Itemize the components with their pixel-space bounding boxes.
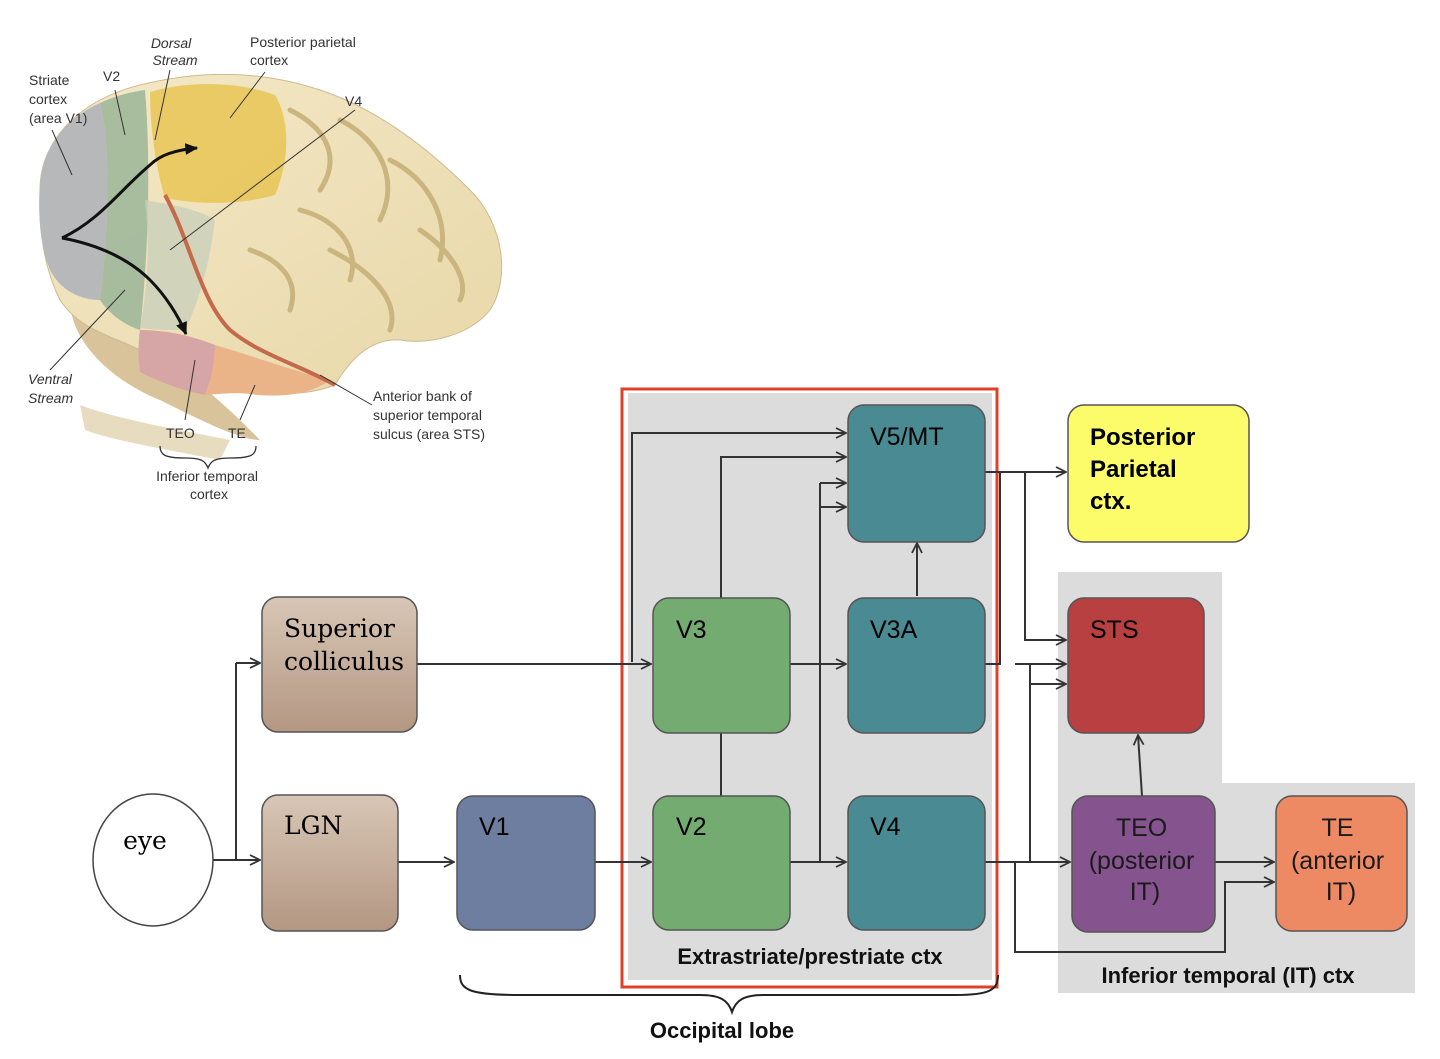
label-v4: V4 — [345, 93, 362, 109]
label-inferior-temporal-cortex: Inferior temporal cortex — [156, 468, 262, 502]
node-v1-label: V1 — [479, 813, 510, 841]
label-anterior-bank-sts: Anterior bank of superior temporal sulcu… — [373, 388, 486, 442]
node-v2 — [652, 795, 791, 931]
sts-sulcus-line — [163, 194, 336, 387]
node-sts — [1067, 597, 1205, 734]
label-inferior-temporal: Inferior temporal (IT) ctx — [1101, 963, 1355, 988]
conn-eye-trunk — [213, 663, 237, 861]
occipital-lobe-brace — [459, 974, 999, 1016]
brain-illustration: Dorsal Stream Posterior parietal cortex … — [28, 34, 503, 502]
extrastriate-highlight-frame — [620, 387, 999, 989]
label-occipital-lobe: Occipital lobe — [650, 1018, 794, 1043]
label-posterior-parietal-cortex: Posterior parietal cortex — [250, 34, 360, 68]
conn-v3-v5mt — [720, 457, 846, 598]
area-parietal-shape — [150, 84, 287, 203]
label-teo: TEO — [166, 425, 195, 441]
ventral-stream-arrow — [61, 236, 188, 336]
node-posterior-parietal-label: Posterior Parietal ctx. — [1090, 424, 1202, 515]
leader-ventral — [49, 289, 126, 371]
conn-teo-sts — [1138, 735, 1142, 797]
conn-v2-trunk — [790, 483, 821, 863]
node-sts-label: STS — [1090, 616, 1139, 644]
node-v3 — [652, 597, 791, 734]
label-te: TE — [228, 425, 246, 441]
leader-te — [239, 384, 256, 421]
node-te — [1275, 795, 1408, 932]
area-te-shape — [205, 345, 330, 396]
label-v2: V2 — [103, 68, 120, 84]
area-v2-shape — [100, 90, 149, 330]
node-teo-label: TEO (posterior IT) — [1089, 814, 1202, 906]
area-teo-shape — [138, 330, 215, 395]
leader-v4 — [169, 109, 356, 251]
conn-v4-te — [1014, 862, 1274, 953]
brainstem-shape — [80, 405, 230, 460]
inferior-temporal-brace — [159, 445, 257, 470]
conn-left-v5mt — [631, 433, 846, 662]
leader-sts — [319, 374, 373, 406]
node-te-label: TE (anterior IT) — [1291, 814, 1391, 906]
leader-v2 — [114, 89, 126, 136]
leader-teo — [184, 359, 196, 421]
label-ventral-stream: Ventral Stream — [28, 371, 76, 406]
conn-v3a-parietal — [985, 472, 1001, 665]
leader-dorsal — [154, 69, 171, 141]
node-v4-label: V4 — [870, 813, 901, 841]
node-posterior-parietal — [1067, 404, 1250, 543]
area-v1-shape — [39, 103, 108, 300]
area-v4-shape — [140, 200, 215, 330]
dorsal-stream-arrow — [61, 143, 199, 240]
node-eye — [92, 793, 214, 927]
node-eye-label: eye — [123, 826, 167, 855]
label-dorsal-stream: Dorsal Stream — [151, 35, 198, 68]
label-extrastriate: Extrastriate/prestriate ctx — [677, 944, 943, 969]
leader-parietal — [229, 71, 266, 119]
node-teo — [1071, 795, 1216, 933]
conn-v5mt-sts — [1024, 472, 1066, 640]
node-v4 — [847, 795, 986, 931]
node-lgn — [261, 794, 399, 932]
node-superior-colliculus-label: Superior colliculus — [284, 614, 404, 676]
leader-striate — [51, 129, 73, 176]
node-v2-label: V2 — [676, 813, 707, 841]
label-striate-cortex: Striate cortex (area V1) — [29, 72, 87, 126]
node-v3a-label: V3A — [870, 616, 918, 644]
node-superior-colliculus — [261, 596, 418, 733]
node-v3a — [847, 597, 986, 734]
node-v3-label: V3 — [676, 616, 707, 644]
node-v5mt — [847, 404, 986, 543]
node-v1 — [456, 795, 596, 931]
node-lgn-label: LGN — [284, 811, 342, 840]
gyri-lines — [247, 107, 466, 333]
connections — [213, 433, 1274, 953]
node-v5mt-label: V5/MT — [870, 423, 944, 451]
